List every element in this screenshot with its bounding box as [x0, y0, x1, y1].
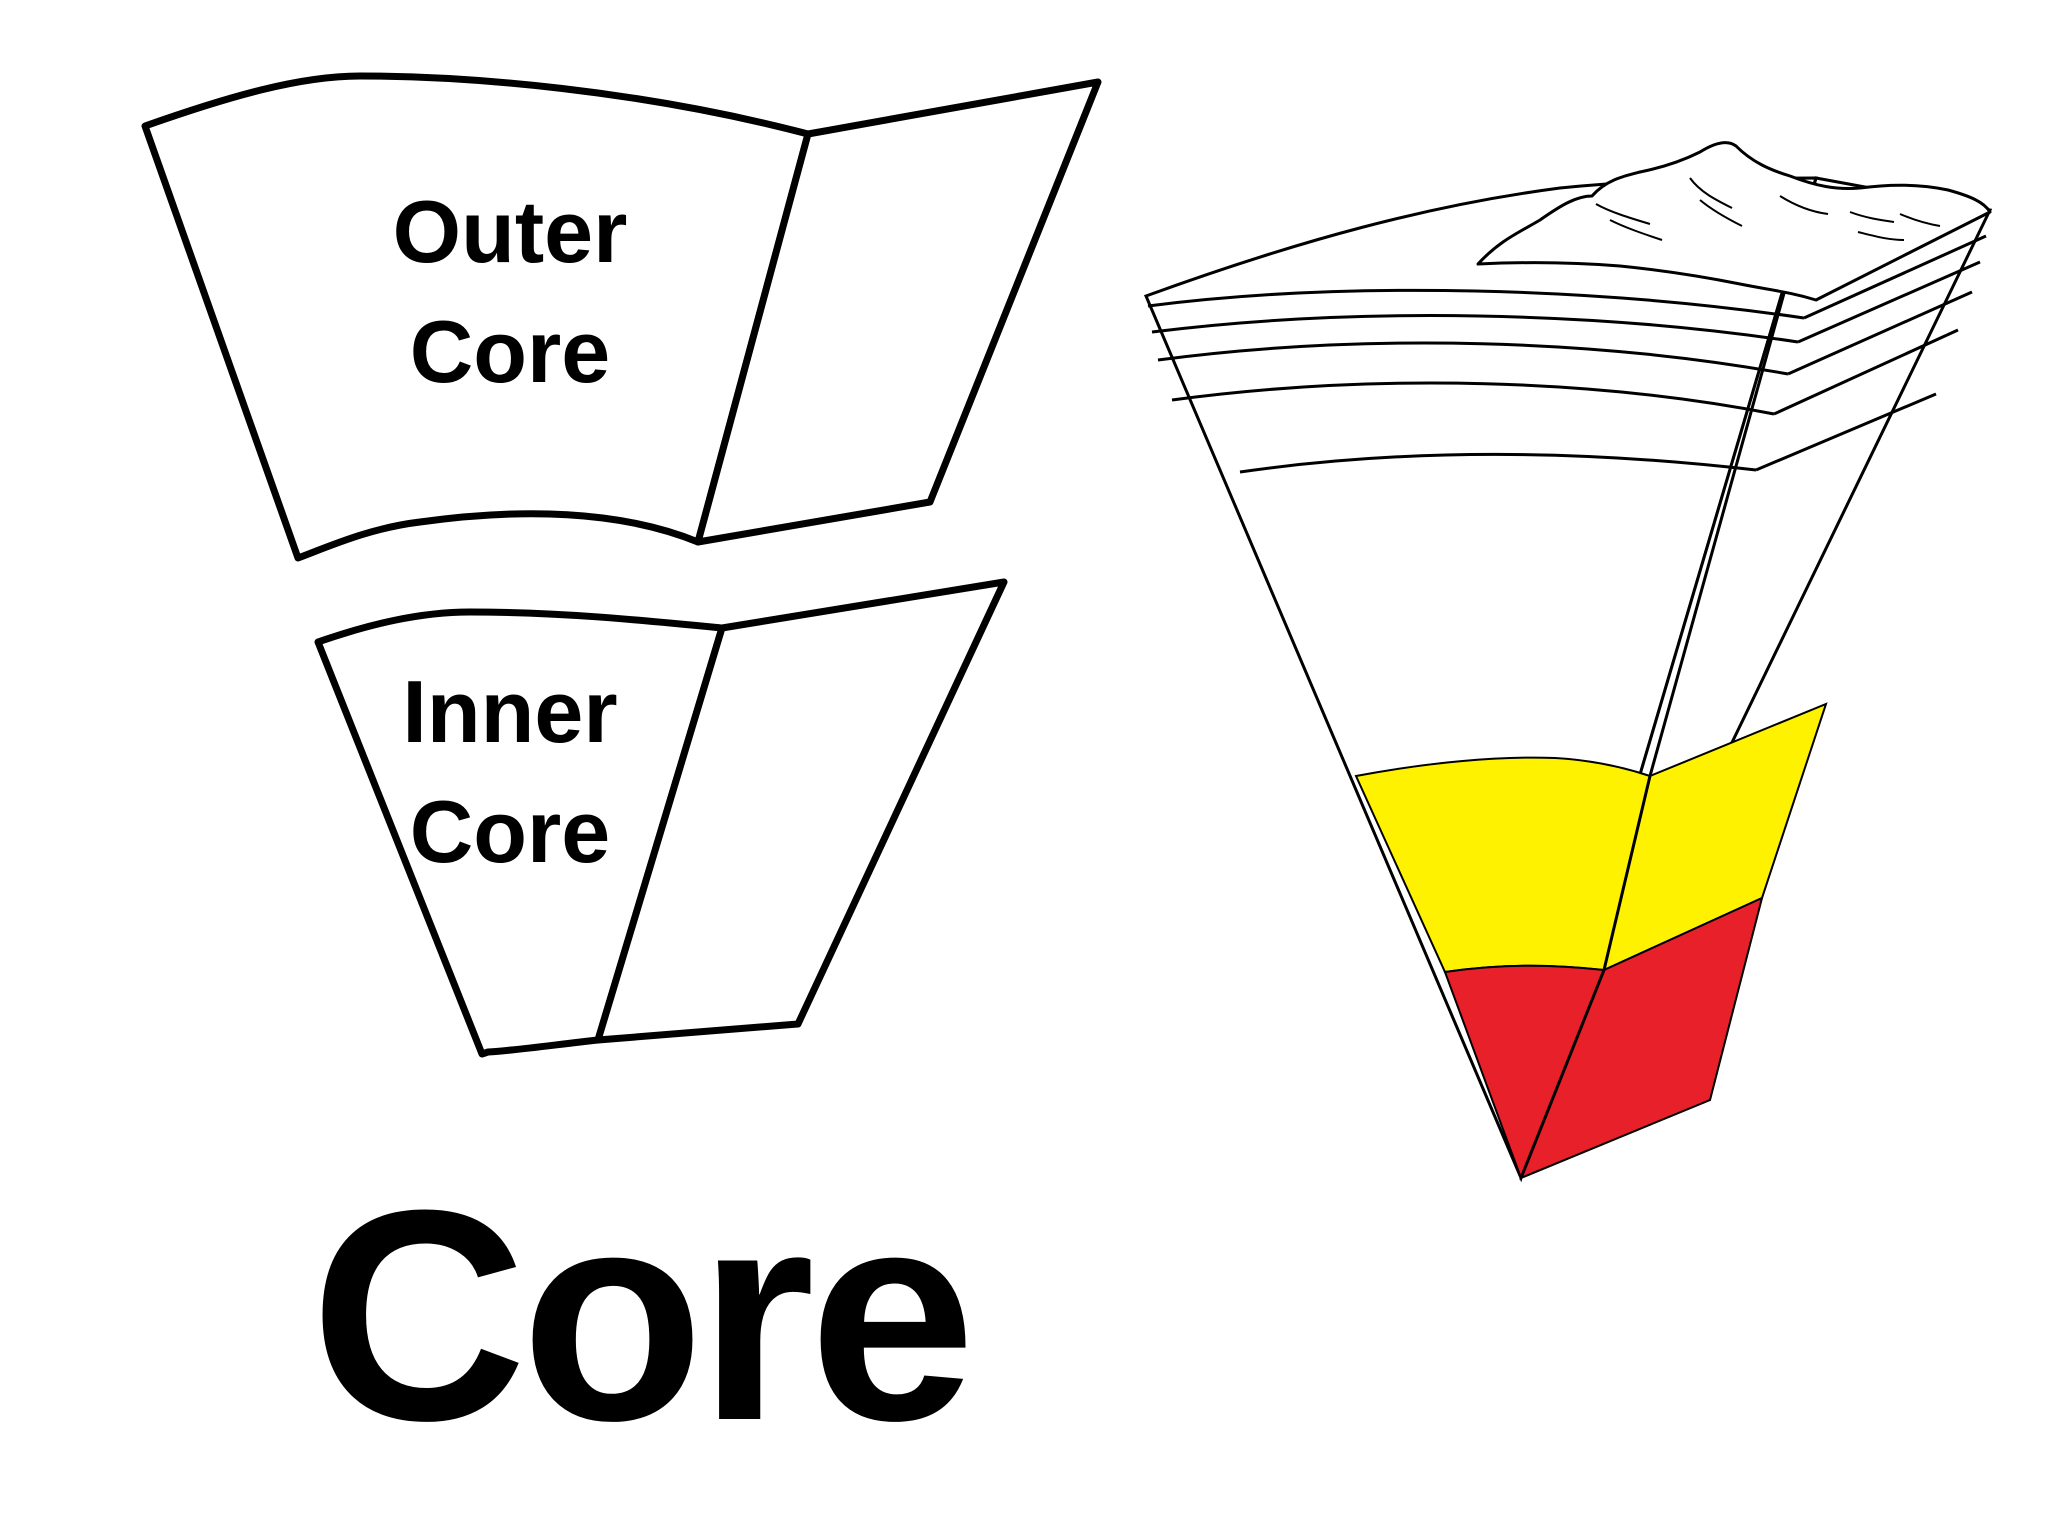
mountain-texture-lines: [1595, 177, 1941, 241]
wedge-layer-lines: [1147, 177, 1987, 1179]
inner-core-side-face: [594, 578, 1008, 1044]
outer-core-label-line2: Core: [409, 302, 611, 401]
inner-core-label: Inner Core: [330, 652, 690, 892]
inner-core-label-line1: Inner: [402, 662, 618, 761]
outer-core-label-line1: Outer: [392, 182, 628, 281]
outer-core-block: [141, 72, 1102, 562]
outer-core-label: Outer Core: [330, 172, 690, 412]
inner-core-block: [314, 578, 1008, 1058]
earth-wedge-diagram: [1144, 141, 1993, 1183]
inner-core-front-face: [314, 608, 726, 1058]
outer-core-front-face: [141, 72, 812, 562]
outer-core-side-face: [694, 78, 1102, 546]
inner-core-label-line2: Core: [409, 782, 611, 881]
wedge-outer-core-layer-left: [1354, 756, 1652, 974]
page-title: Core: [310, 1147, 976, 1483]
